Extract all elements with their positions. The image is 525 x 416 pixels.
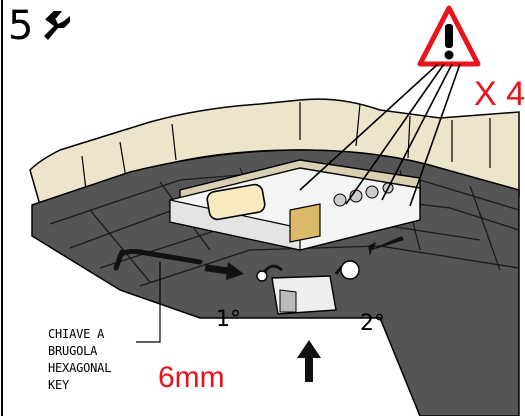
- key-label-line: HEXAGONAL: [48, 361, 112, 375]
- quantity-label: X 4: [474, 75, 525, 113]
- key-label-line: BRUGOLA: [48, 344, 98, 358]
- key-label-line: KEY: [48, 378, 70, 392]
- mounting-bracket: [256, 260, 360, 315]
- step-number: 5: [8, 3, 34, 49]
- warning-triangle-icon: [417, 5, 481, 67]
- panel-border: [1, 0, 3, 416]
- arrow-up: [297, 340, 321, 382]
- order-first-label: 1°: [216, 307, 241, 332]
- hex-key: [113, 249, 203, 271]
- key-size-label: 6mm: [158, 361, 225, 394]
- order-second-label: 2°: [360, 311, 385, 336]
- wrench-icon: [44, 11, 70, 40]
- arrow-right: [204, 262, 244, 280]
- device-window: [206, 183, 266, 221]
- key-label-line: CHIAVE A: [48, 327, 105, 341]
- key-leader: [136, 262, 161, 343]
- arrow-insert: [368, 236, 404, 256]
- key-label: CHIAVE A BRUGOLA HEXAGONAL KEY: [48, 326, 111, 394]
